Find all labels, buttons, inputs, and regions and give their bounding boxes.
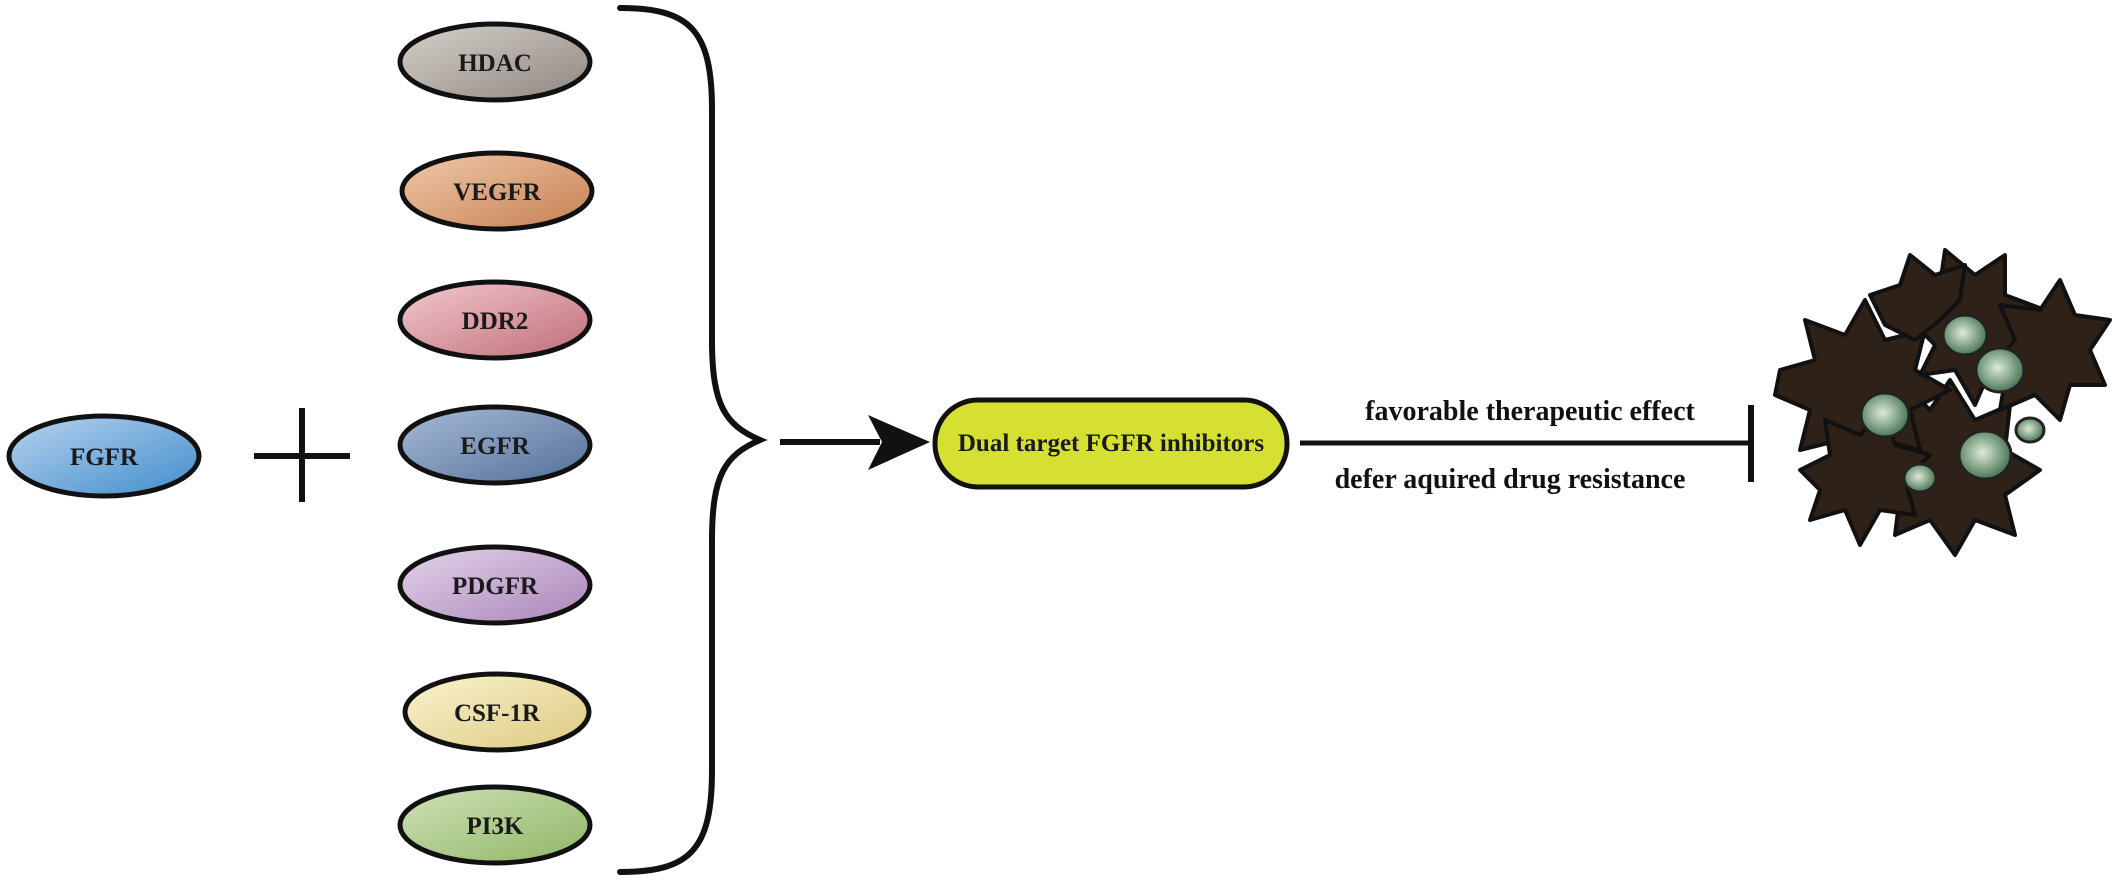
pdgfr-ellipse xyxy=(397,544,593,626)
fgfr-ellipse xyxy=(6,413,202,499)
ddr2-label: DDR2 xyxy=(462,308,529,335)
hdac-label: HDAC xyxy=(458,50,532,77)
combine-arrow xyxy=(780,415,930,470)
pi3k-label: PI3K xyxy=(467,813,525,840)
effect-top-label: favorable therapeutic effect xyxy=(1365,396,1695,427)
dual-target-node: Dual target FGFR inhibitors xyxy=(932,397,1290,490)
dual-target-label: Dual target FGFR inhibitors xyxy=(958,430,1265,457)
partner-node-pi3k: PI3K xyxy=(397,784,593,866)
partner-node-vegfr: VEGFR xyxy=(399,150,595,232)
vegfr-ellipse xyxy=(399,150,595,232)
vegfr-label: VEGFR xyxy=(453,179,541,206)
fgfr-node: FGFR xyxy=(6,413,202,499)
cell-nucleus xyxy=(2014,416,2046,444)
partner-node-egfr: EGFR xyxy=(397,404,593,486)
effect-bottom-label: defer aquired drug resistance xyxy=(1335,464,1686,495)
fgfr-label: FGFR xyxy=(70,444,139,471)
egfr-label: EGFR xyxy=(460,433,530,460)
plus-operator xyxy=(254,408,350,502)
partner-node-pdgfr: PDGFR xyxy=(397,544,593,626)
tumor-cell-cluster-icon xyxy=(1773,248,2112,557)
pdgfr-label: PDGFR xyxy=(452,573,539,600)
cell-nucleus xyxy=(1859,391,1911,439)
cell-nucleus xyxy=(1974,346,2026,394)
ddr2-ellipse xyxy=(397,279,593,361)
csf1r-ellipse xyxy=(402,671,592,753)
cell-nucleus xyxy=(1902,462,1938,494)
partner-node-hdac: HDAC xyxy=(397,21,593,103)
partner-node-csf1r: CSF-1R xyxy=(402,671,592,753)
inhibition-connector xyxy=(1300,405,1754,482)
cell-nucleus xyxy=(1957,429,2013,481)
partner-node-ddr2: DDR2 xyxy=(397,279,593,361)
egfr-ellipse xyxy=(397,404,593,486)
dual-target-pill xyxy=(932,397,1290,490)
csf1r-label: CSF-1R xyxy=(454,700,541,727)
pi3k-ellipse xyxy=(397,784,593,866)
grouping-brace xyxy=(617,5,768,875)
hdac-ellipse xyxy=(397,21,593,103)
cell-nucleus xyxy=(1941,313,1989,357)
